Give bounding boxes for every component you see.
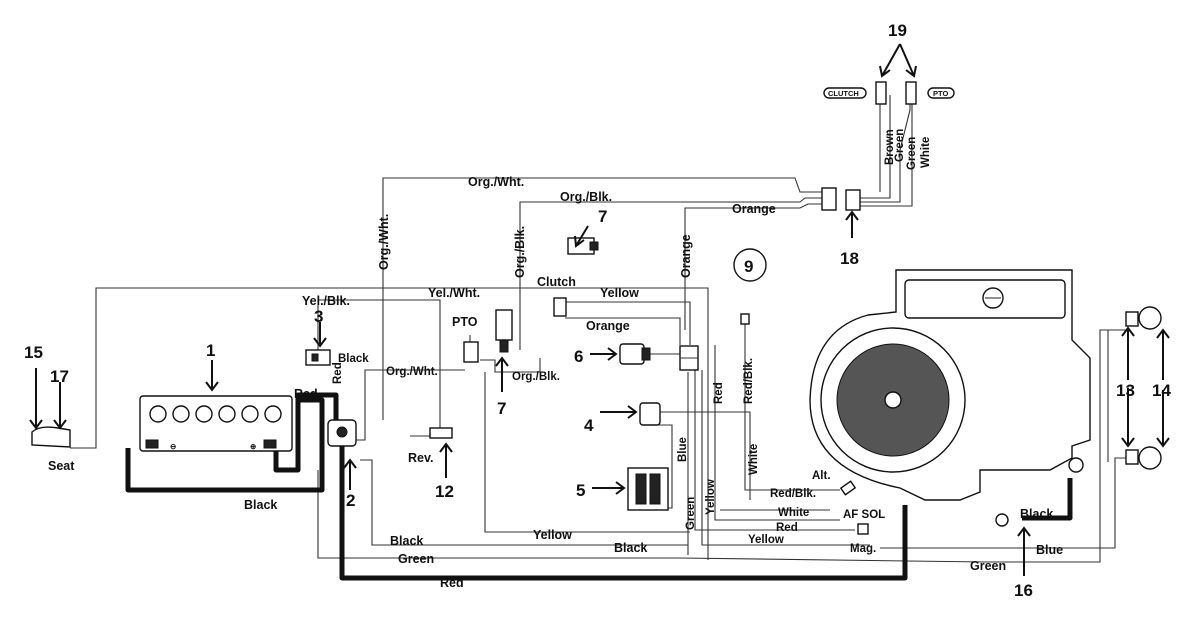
callout-15: 15 <box>24 343 43 362</box>
label-yellow-bot: Yellow <box>533 528 572 542</box>
label-black-battery: Black <box>244 498 277 512</box>
connector-19 <box>823 81 955 105</box>
reverse-switch <box>410 427 453 439</box>
callout-6: 6 <box>574 347 583 366</box>
label-mag: Mag. <box>850 543 876 555</box>
switch-6 <box>619 343 651 365</box>
callout-14: 14 <box>1152 381 1171 400</box>
callout-12: 12 <box>435 482 454 501</box>
label-black-low: Black <box>614 541 647 555</box>
callout-19: 19 <box>888 21 907 40</box>
label-blue-engine: Blue <box>1036 543 1063 557</box>
label-red-bot: Red <box>440 576 464 590</box>
callout-16: 16 <box>1014 581 1033 600</box>
label-green-vert: Green <box>685 497 697 530</box>
label-yellow-mid: Yellow <box>600 286 639 300</box>
label-red-mid-vert: Red <box>713 382 725 404</box>
callout-1: 1 <box>206 341 215 360</box>
callout-13: 13 <box>1116 381 1135 400</box>
battery: ⊖ ⊕ <box>139 395 293 452</box>
label-org-wht-vert: Org./Wht. <box>377 214 391 270</box>
label-blue-vert: Blue <box>677 437 689 462</box>
wire-labels: Org./Wht. Org./Blk. Org./Wht. Org./Blk. … <box>48 89 1063 590</box>
red-blk-connector <box>740 313 750 325</box>
engine-terminals <box>839 480 1009 535</box>
label-red-battery: Red <box>294 387 318 401</box>
label-org-blk-mid: Org./Blk. <box>512 371 560 383</box>
starter-solenoid <box>327 419 357 447</box>
label-org-wht-mid: Org./Wht. <box>386 366 438 378</box>
callout-9: 9 <box>744 257 753 276</box>
callout-5: 5 <box>576 481 585 500</box>
label-org-blk-top: Org./Blk. <box>560 190 612 204</box>
label-brown: Brown <box>884 129 896 165</box>
callout-4: 4 <box>584 416 594 435</box>
thick-wires <box>125 392 1073 581</box>
clutch-connector <box>553 237 599 317</box>
label-af-sol: AF SOL <box>843 509 885 521</box>
label-white-top: White <box>920 137 932 168</box>
label-red-blk-vert: Red/Blk. <box>743 358 755 404</box>
label-black-3: Black <box>338 353 369 365</box>
callout-18: 18 <box>840 249 859 268</box>
label-yellow-low: Yellow <box>748 534 784 546</box>
label-yel-blk: Yel./Blk. <box>302 294 350 308</box>
label-yellow-vert: Yellow <box>705 479 717 515</box>
callout-7-upper: 7 <box>598 207 607 226</box>
callout-numbers: 1 2 3 4 5 6 7 7 9 12 13 14 15 16 17 18 1… <box>24 21 1171 600</box>
seat-switch <box>31 426 71 448</box>
label-org-blk-vert: Org./Blk. <box>513 226 527 278</box>
callout-2: 2 <box>346 491 355 510</box>
label-orange-mid: Orange <box>586 319 630 333</box>
label-black-bot: Black <box>390 534 423 548</box>
label-white-low: White <box>778 507 809 519</box>
label-green-bot: Green <box>398 552 434 566</box>
label-orange-top: Orange <box>732 202 776 216</box>
label-white-vert: White <box>748 444 760 475</box>
label-green-top: Green <box>894 129 906 162</box>
callout-3: 3 <box>314 307 323 326</box>
label-red-vert: Red <box>332 362 344 384</box>
relay-3 <box>305 349 331 366</box>
label-black-engine: Black <box>1020 507 1053 521</box>
engine <box>809 269 1091 501</box>
relay-4 <box>639 402 661 426</box>
label-clutch-tag: CLUTCH <box>828 89 859 98</box>
callout-9-ring <box>733 248 767 282</box>
svg-text:⊖: ⊖ <box>170 442 177 451</box>
label-red-low: Red <box>776 522 798 534</box>
label-clutch: Clutch <box>537 275 576 289</box>
label-yel-wht: Yel./Wht. <box>428 286 480 300</box>
svg-text:⊕: ⊕ <box>250 442 257 451</box>
battery-cells <box>149 405 282 423</box>
lamps <box>1125 306 1162 470</box>
pto-connector <box>463 309 513 363</box>
label-pto: PTO <box>452 315 478 329</box>
label-red-blk-alt: Red/Blk. <box>770 488 816 500</box>
connector-18 <box>821 187 861 211</box>
callout-17: 17 <box>50 367 69 386</box>
connector-block <box>679 345 699 371</box>
callout-7-lower: 7 <box>497 399 506 418</box>
label-green-top-2: Green <box>906 137 918 170</box>
label-alt: Alt. <box>812 470 831 482</box>
label-rev: Rev. <box>408 451 433 465</box>
callout-arrows <box>29 43 1170 576</box>
module-5 <box>627 467 669 511</box>
label-orange-vert: Orange <box>679 234 693 278</box>
label-org-wht-top: Org./Wht. <box>468 175 524 189</box>
label-pto-tag: PTO <box>933 89 948 98</box>
label-green-engine: Green <box>970 559 1006 573</box>
label-seat: Seat <box>48 459 75 473</box>
